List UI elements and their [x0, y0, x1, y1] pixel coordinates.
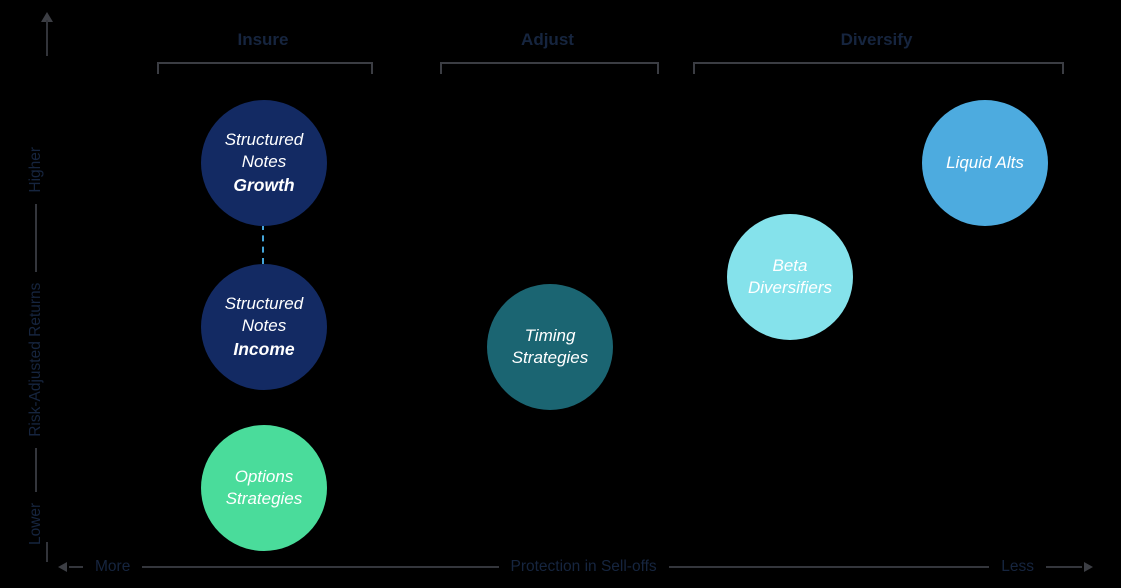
x-axis-line-segment	[1046, 566, 1082, 568]
x-axis: More Protection in Sell-offs Less	[58, 557, 1093, 577]
dashed-connector-line	[262, 224, 264, 264]
bubble-label-emphasis: Income	[233, 338, 295, 359]
bubble-label: Beta Diversifiers	[747, 255, 833, 297]
x-axis-left-arrow-icon	[58, 562, 67, 572]
bubble-structured-notes-growth: Structured Notes Growth	[201, 100, 327, 226]
x-axis-line-segment	[668, 566, 990, 568]
bubble-label: Options Strategies	[225, 466, 303, 508]
group-header-adjust: Adjust	[521, 30, 574, 49]
group-bracket-diversify	[693, 62, 1064, 74]
bubble-beta-diversifiers: Beta Diversifiers	[727, 214, 853, 340]
group-header-insure: Insure	[237, 30, 289, 49]
x-axis-title: Protection in Sell-offs	[510, 558, 657, 575]
bubble-label: Timing Strategies	[511, 325, 589, 367]
y-axis-title: Risk-Adjusted Returns	[27, 282, 44, 437]
x-axis-right-arrow-icon	[1084, 562, 1093, 572]
bubble-label: Liquid Alts	[946, 152, 1024, 172]
group-bracket-adjust	[440, 62, 659, 74]
y-axis-up-arrow-icon	[41, 12, 53, 22]
x-axis-left-label: More	[95, 558, 131, 575]
x-axis-line-segment	[69, 566, 83, 568]
bubble-label: Structured Notes	[224, 130, 304, 172]
y-axis-low-label: Lower	[27, 502, 44, 545]
bubble-label-emphasis: Growth	[233, 174, 295, 195]
y-axis-line-segment	[35, 447, 37, 492]
bubble-options-strategies: Options Strategies	[201, 425, 327, 551]
y-axis-high-label: Higher	[27, 146, 44, 193]
bubble-label: Structured Notes	[224, 294, 304, 336]
bubble-timing-strategies: Timing Strategies	[487, 284, 613, 410]
y-axis-line-segment	[35, 203, 37, 272]
y-axis-bottom-stub	[46, 542, 48, 562]
group-bracket-insure	[157, 62, 373, 74]
y-axis: Lower Risk-Adjusted Returns Higher	[25, 75, 47, 545]
bubble-structured-notes-income: Structured Notes Income	[201, 264, 327, 390]
y-axis-arrow-line	[46, 20, 48, 56]
group-header-diversify: Diversify	[840, 30, 913, 49]
x-axis-right-label: Less	[1001, 558, 1034, 575]
bubble-liquid-alts: Liquid Alts	[922, 100, 1048, 226]
x-axis-line-segment	[142, 566, 499, 568]
